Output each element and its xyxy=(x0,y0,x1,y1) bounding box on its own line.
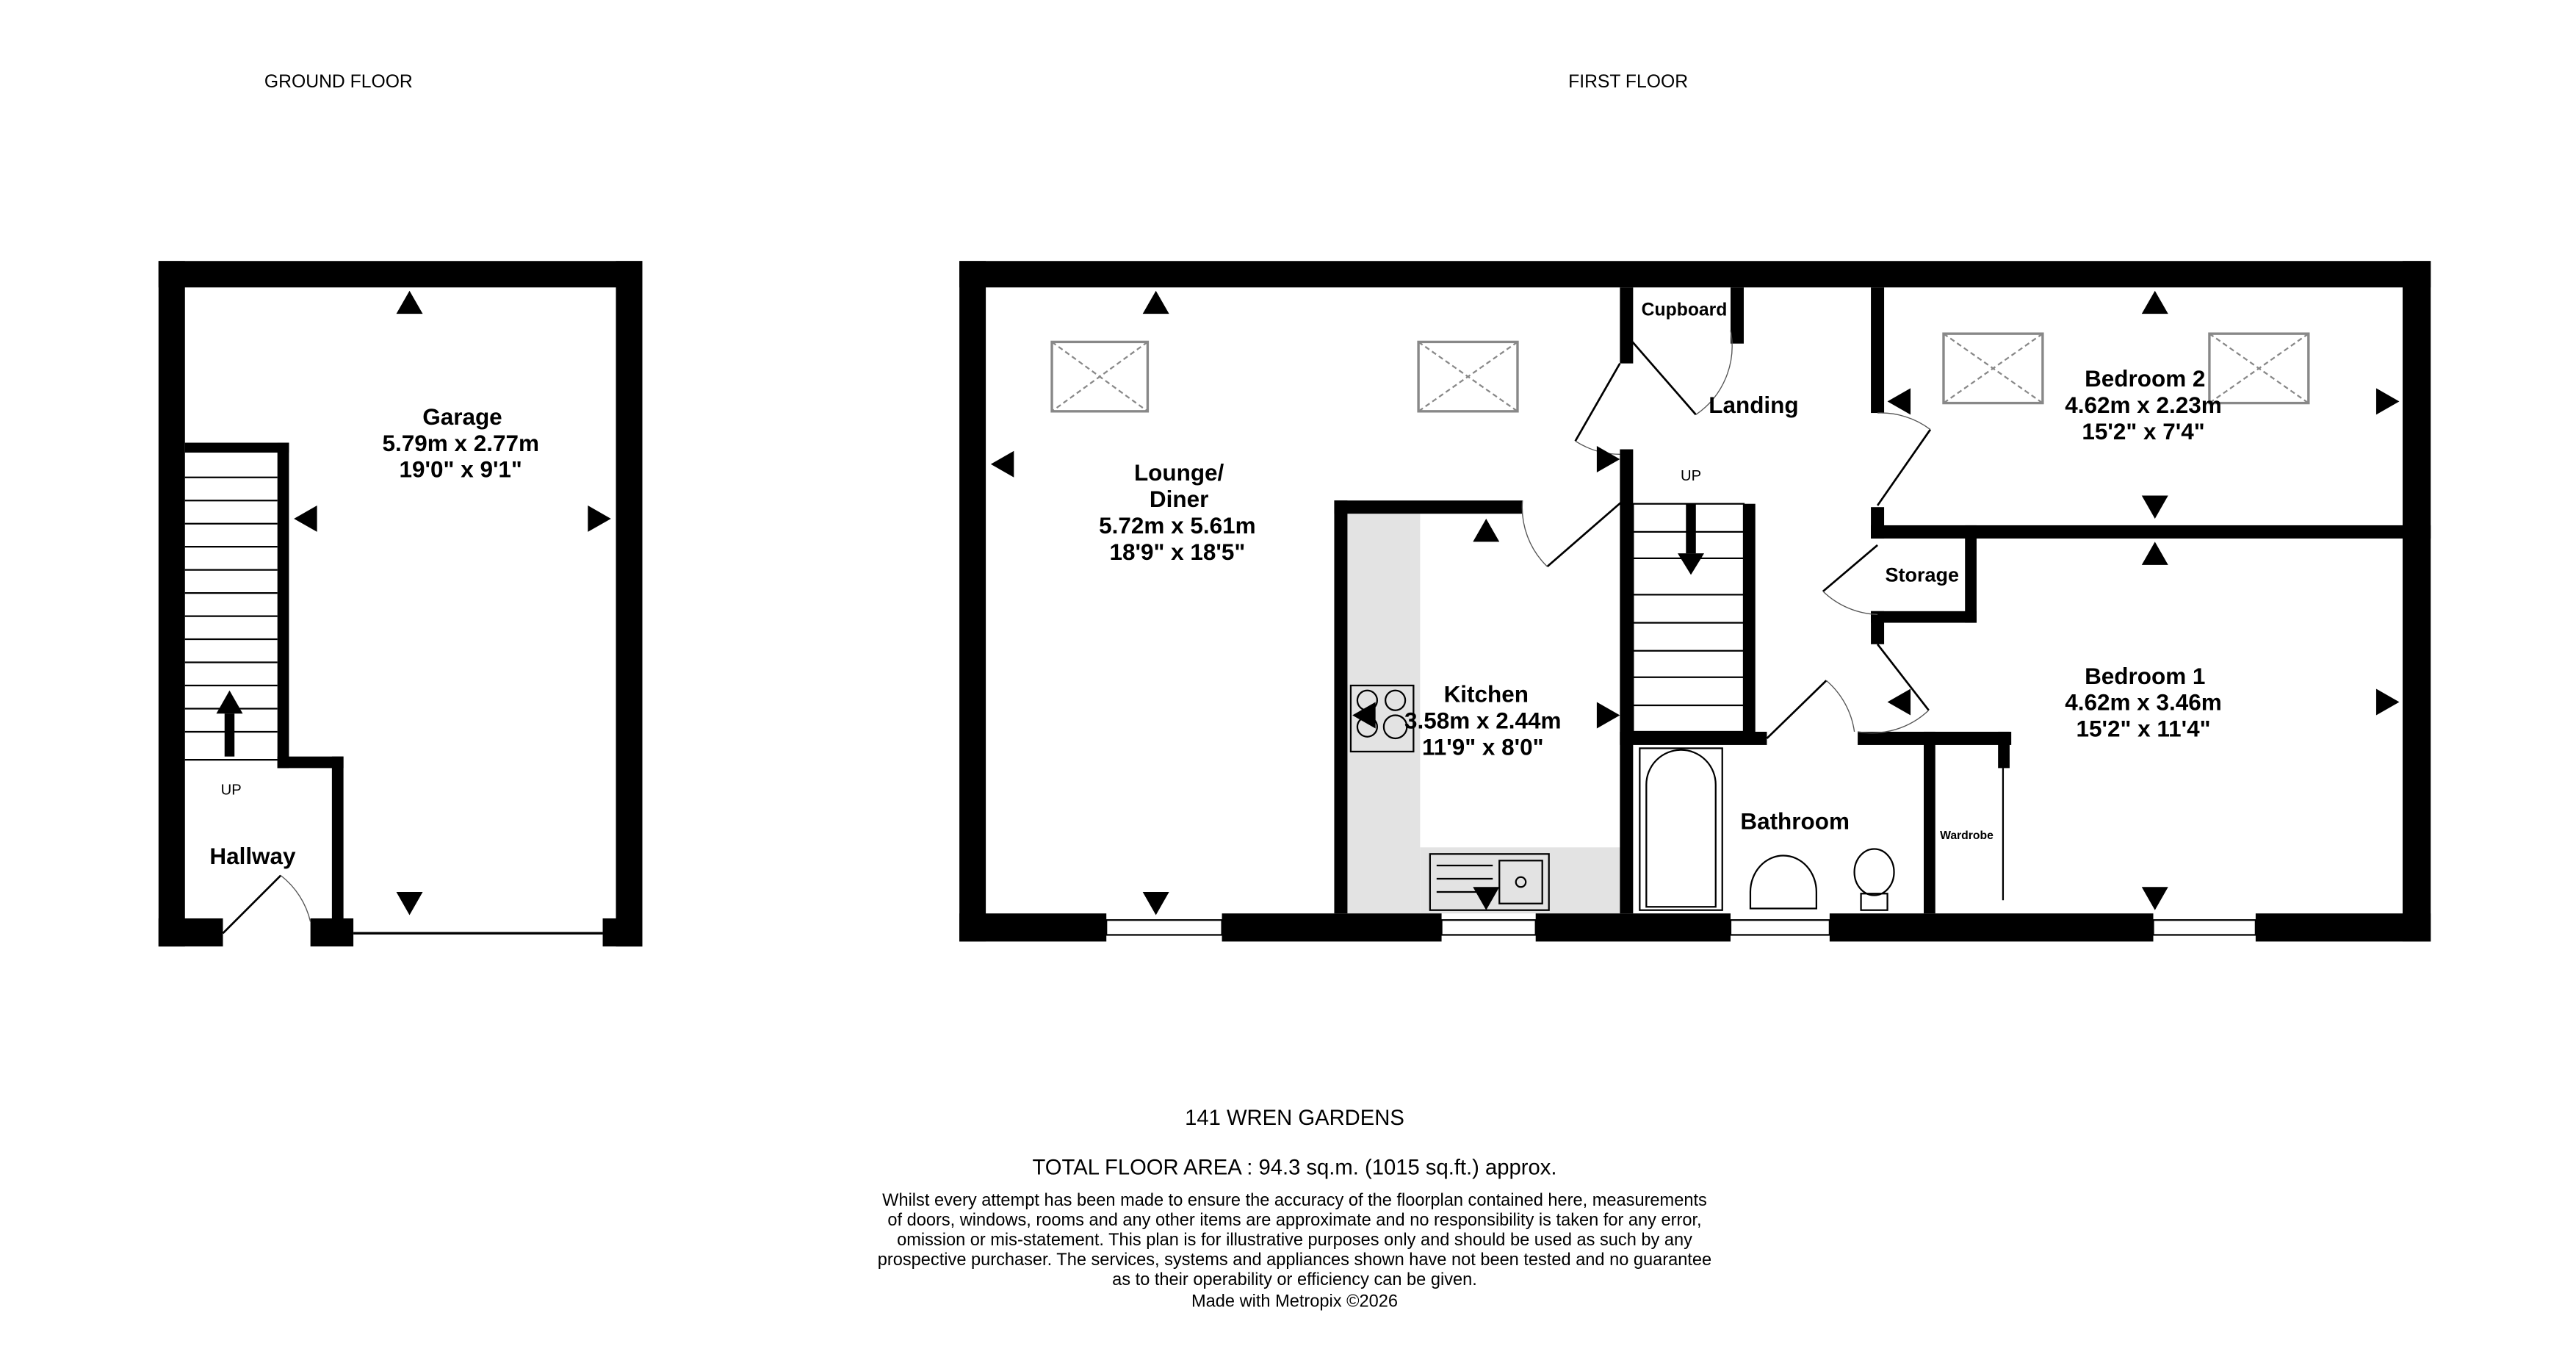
kitchen-door[interactable] xyxy=(1546,500,1624,568)
storage-name: Storage xyxy=(1886,564,1959,586)
bathroom-name: Bathroom xyxy=(1740,809,1850,835)
cupboard-door[interactable] xyxy=(1627,336,1697,416)
address: 141 WREN GARDENS xyxy=(1185,1106,1404,1130)
garage-name: Garage xyxy=(422,404,502,430)
skylight-icon xyxy=(1942,332,2044,405)
kitchen-name: Kitchen xyxy=(1444,681,1529,707)
garage-metric: 5.79m x 2.77m xyxy=(382,431,538,456)
dim-arrow-icon xyxy=(396,290,423,314)
dim-arrow-icon xyxy=(990,290,2400,915)
bathroom-door[interactable] xyxy=(1766,680,1828,739)
disclaimer-line: of doors, windows, rooms and any other i… xyxy=(887,1211,1701,1230)
lounge-imperial: 18'9" x 18'5" xyxy=(1109,539,1245,565)
first-up-label: UP xyxy=(1681,468,1701,484)
hallway-door[interactable] xyxy=(222,874,282,935)
lounge-metric: 5.72m x 5.61m xyxy=(1099,513,1255,539)
dim-arrow-icon xyxy=(396,892,423,915)
lounge-name-2: Diner xyxy=(1150,486,1208,512)
kitchen-metric: 3.58m x 2.44m xyxy=(1404,708,1561,733)
kitchen-imperial: 11'9" x 8'0" xyxy=(1422,734,1544,760)
bath-icon xyxy=(1639,747,1723,911)
ground-stairs xyxy=(184,476,278,761)
skylight-icon xyxy=(1050,340,1150,413)
first-stairs xyxy=(1632,503,1745,733)
landing-name: Landing xyxy=(1709,392,1798,418)
hob-icon xyxy=(1349,684,1415,753)
garage-imperial: 19'0" x 9'1" xyxy=(400,457,522,483)
bedroom1-name: Bedroom 1 xyxy=(2085,663,2205,689)
skylight-icon xyxy=(1417,340,1519,413)
bedroom2-imperial: 15'2" x 7'4" xyxy=(2082,419,2204,445)
bedroom1-imperial: 15'2" x 11'4" xyxy=(2076,716,2210,742)
sink-icon xyxy=(1429,853,1550,911)
bedroom2-name: Bedroom 2 xyxy=(2085,366,2205,392)
bedroom2-metric: 4.62m x 2.23m xyxy=(2065,392,2221,418)
lounge-name-1: Lounge/ xyxy=(1134,460,1224,486)
basin-icon xyxy=(1749,854,1818,910)
credit: Made with Metropix ©2026 xyxy=(1191,1292,1398,1311)
dim-arrow-icon xyxy=(588,505,611,532)
first-floor-heading: FIRST FLOOR xyxy=(1568,72,1688,92)
disclaimer-line: as to their operability or efficiency ca… xyxy=(1112,1270,1477,1289)
windows xyxy=(1105,919,2256,936)
skylight-icon xyxy=(2208,332,2310,405)
bedroom1-door[interactable] xyxy=(1876,643,1930,711)
first-floor-plan: UP xyxy=(959,261,2431,942)
storage-door[interactable] xyxy=(1822,544,1878,592)
ground-up-label: UP xyxy=(221,782,242,798)
disclaimer-line: Whilst every attempt has been made to en… xyxy=(882,1191,1707,1210)
wardrobe-name: Wardrobe xyxy=(1940,830,1994,842)
bedroom2-door[interactable] xyxy=(1876,428,1932,506)
disclaimer-line: omission or mis-statement. This plan is … xyxy=(897,1231,1692,1250)
bedroom1-metric: 4.62m x 3.46m xyxy=(2065,690,2221,716)
hallway-name: Hallway xyxy=(209,843,296,869)
ground-floor-heading: GROUND FLOOR xyxy=(264,72,413,92)
total-floor-area: TOTAL FLOOR AREA : 94.3 sq.m. (1015 sq.f… xyxy=(1032,1156,1556,1179)
ground-floor-plan: UP Garage 5.79m x 2.77m 19'0" x 9'1" Hal… xyxy=(158,261,643,947)
disclaimer-line: prospective purchaser. The services, sys… xyxy=(878,1251,1711,1270)
dim-arrow-icon xyxy=(294,505,317,532)
toilet-icon xyxy=(1853,848,1895,911)
cupboard-name: Cupboard xyxy=(1642,300,1728,320)
lounge-door[interactable] xyxy=(1574,362,1621,442)
